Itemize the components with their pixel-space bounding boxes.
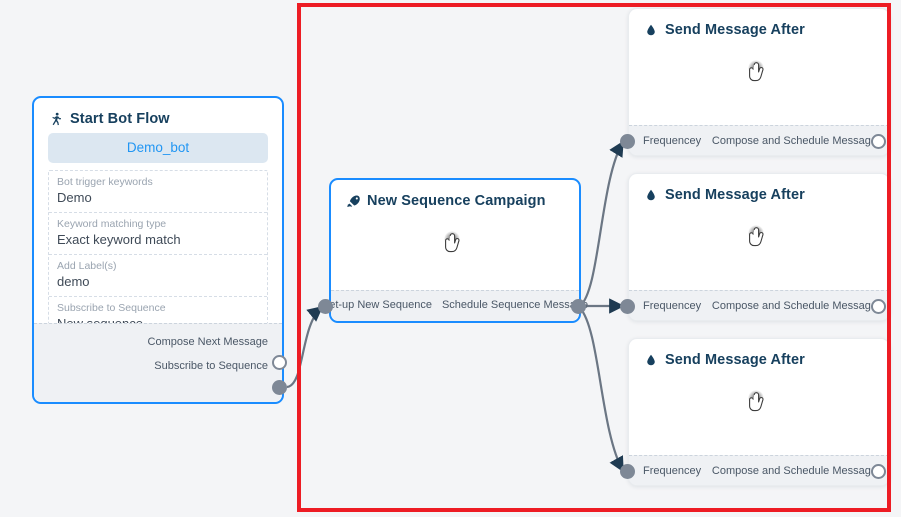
field-label: Add Label(s) — [57, 260, 117, 272]
edge-start-to-campaign — [286, 306, 324, 389]
campaign-node-footer: Set-up New Sequence Schedule Sequence Me… — [322, 290, 588, 321]
field-keyword-matching-type[interactable]: Keyword matching type Exact keyword matc… — [49, 213, 267, 255]
droplet-icon — [643, 22, 659, 38]
port-compose-next-message[interactable] — [272, 355, 287, 370]
droplet-icon — [643, 187, 659, 203]
node-send-message-after-3[interactable]: Send Message After Frequencey Compose an… — [628, 338, 890, 486]
port-label-frequency-3: Frequencey — [643, 464, 702, 477]
bot-name-pill[interactable]: Demo_bot — [48, 133, 268, 163]
port-campaign-out[interactable] — [571, 299, 586, 314]
send-message-footer-3: Frequencey Compose and Schedule Message — [629, 455, 889, 485]
port-label-compose-and-schedule-2: Compose and Schedule Message — [711, 299, 877, 312]
field-label: Keyword matching type — [57, 218, 167, 230]
field-bot-trigger-keywords[interactable]: Bot trigger keywords Demo — [49, 171, 267, 213]
campaign-node-cursor-zone — [331, 215, 579, 277]
port-send-message-out-3[interactable] — [871, 464, 886, 479]
megaphone-icon — [345, 193, 361, 209]
node-new-sequence-campaign[interactable]: New Sequence Campaign Set-up Ne — [322, 178, 588, 323]
send-message-title-2: Send Message After — [665, 187, 805, 203]
campaign-footer-labels[interactable]: Set-up New Sequence Schedule Sequence Me… — [322, 291, 588, 319]
edge-campaign-to-card-3 — [579, 307, 624, 473]
port-label-schedule-sequence-message: Schedule Sequence Message — [441, 299, 589, 311]
node-send-message-after-2[interactable]: Send Message After Frequencey Compose an… — [628, 173, 890, 321]
port-row-subscribe-to-sequence[interactable]: Subscribe to Sequence — [34, 354, 282, 378]
field-label: Subscribe to Sequence — [57, 302, 166, 314]
start-node-field-list: Bot trigger keywords Demo Keyword matchi… — [48, 170, 268, 339]
send-message-footer-1: Frequencey Compose and Schedule Message — [629, 125, 889, 155]
port-label: Subscribe to Sequence — [154, 360, 268, 372]
port-send-message-out-1[interactable] — [871, 134, 886, 149]
port-label-compose-and-schedule-1: Compose and Schedule Message — [711, 134, 877, 147]
droplet-icon — [643, 352, 659, 368]
field-value: Exact keyword match — [57, 232, 181, 247]
send-message-title-3: Send Message After — [665, 352, 805, 368]
pointing-hand-cursor-icon — [737, 218, 781, 262]
pointing-hand-cursor-icon — [737, 53, 781, 97]
port-send-message-in-2[interactable] — [620, 299, 635, 314]
port-send-message-in-3[interactable] — [620, 464, 635, 479]
start-node-footer: Compose Next Message Subscribe to Sequen… — [34, 323, 282, 402]
port-send-message-in-1[interactable] — [620, 134, 635, 149]
start-node-title: Start Bot Flow — [70, 111, 170, 127]
field-value: demo — [57, 274, 90, 289]
node-send-message-after-1[interactable]: Send Message After Frequencey Compose an… — [628, 8, 890, 156]
node-start-bot-flow[interactable]: Start Bot Flow Demo_bot Bot trigger keyw… — [32, 96, 284, 404]
send-message-cursor-zone-2 — [629, 209, 889, 271]
field-label: Bot trigger keywords — [57, 176, 153, 188]
send-message-title-1: Send Message After — [665, 22, 805, 38]
port-label-setup-new-sequence: Set-up New Sequence — [321, 299, 432, 311]
edge-campaign-to-card-1 — [579, 140, 624, 307]
port-label-frequency-1: Frequencey — [643, 134, 702, 147]
port-label-frequency-2: Frequencey — [643, 299, 702, 312]
start-node-header: Start Bot Flow — [34, 98, 282, 133]
port-label: Compose Next Message — [147, 336, 268, 348]
send-message-header-3: Send Message After — [629, 339, 889, 374]
campaign-node-header: New Sequence Campaign — [331, 180, 579, 215]
field-add-labels[interactable]: Add Label(s) demo — [49, 255, 267, 297]
port-row-compose-next-message[interactable]: Compose Next Message — [34, 330, 282, 354]
field-value: Demo — [57, 190, 92, 205]
port-label-compose-and-schedule-3: Compose and Schedule Message — [711, 464, 877, 477]
start-node-body: Demo_bot Bot trigger keywords Demo Keywo… — [34, 133, 282, 347]
port-subscribe-to-sequence[interactable] — [272, 380, 287, 395]
send-message-header-2: Send Message After — [629, 174, 889, 209]
campaign-node-title: New Sequence Campaign — [367, 193, 546, 209]
running-person-icon — [48, 111, 64, 127]
port-campaign-in[interactable] — [318, 299, 333, 314]
send-message-cursor-zone-1 — [629, 44, 889, 106]
port-send-message-out-2[interactable] — [871, 299, 886, 314]
send-message-footer-2: Frequencey Compose and Schedule Message — [629, 290, 889, 320]
send-message-cursor-zone-3 — [629, 374, 889, 436]
pointing-hand-cursor-icon — [737, 383, 781, 427]
send-message-header-1: Send Message After — [629, 9, 889, 44]
pointing-hand-cursor-icon — [433, 224, 477, 268]
